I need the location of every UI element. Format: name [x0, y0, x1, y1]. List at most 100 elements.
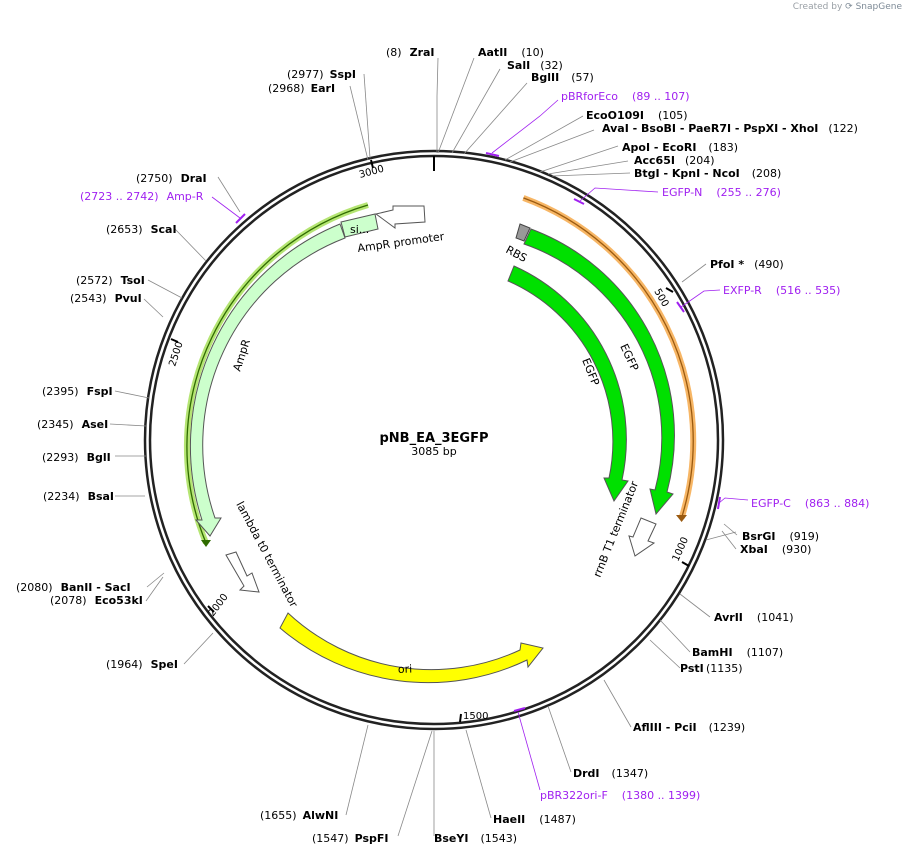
- svg-text:(1135): (1135): [706, 662, 743, 675]
- primer-range: (516 .. 535): [776, 284, 841, 297]
- primer-range: (2723 .. 2742): [80, 190, 159, 203]
- site-pos: (2080): [16, 581, 53, 594]
- rbs-label: RBS: [504, 243, 530, 265]
- site-pos: (1543): [480, 832, 517, 845]
- site-pos: (1347): [612, 767, 649, 780]
- tick-2000: 2000: [207, 592, 231, 619]
- svg-text:(2572)TsoI: (2572)TsoI: [76, 274, 145, 287]
- site-pos: (8): [386, 46, 402, 59]
- svg-text:(2080)BanII - SacI: (2080)BanII - SacI: [16, 581, 131, 594]
- site-name: BamHI: [692, 646, 733, 659]
- site-name: BseYI: [434, 832, 468, 845]
- primer-labels: pBRforEco(89 .. 107) EGFP-N(255 .. 276) …: [80, 90, 869, 802]
- svg-text:(2543)PvuI: (2543)PvuI: [70, 292, 142, 305]
- site-pos: (208): [752, 167, 782, 180]
- site-pos: (1547): [312, 832, 349, 845]
- site-name: PfoI *: [710, 258, 744, 271]
- svg-text:(2078)Eco53kI: (2078) Eco53kI: [50, 594, 143, 607]
- svg-text:ApoI - EcoRI(183): ApoI - EcoRI (183): [622, 141, 738, 154]
- svg-text:(2968)EarI: (2968)EarI: [268, 82, 335, 95]
- site-name: DrdI: [573, 767, 600, 780]
- site-name: XbaI: [740, 543, 768, 556]
- credit-brand: SnapGene: [855, 2, 902, 12]
- site-pos: (10): [521, 46, 544, 59]
- svg-text:(2345)AseI: (2345) AseI: [37, 418, 108, 431]
- site-name: BglI: [87, 451, 111, 464]
- site-name: AseI: [82, 418, 109, 431]
- svg-text:(1655)AlwNI: (1655) AlwNI: [260, 809, 338, 822]
- svg-text:(1547)PspFI: (1547)PspFI: [312, 832, 388, 845]
- site-pos: (2543): [70, 292, 107, 305]
- primer-range: (255 .. 276): [716, 186, 781, 199]
- site-pos: (2234): [43, 490, 80, 503]
- svg-text:EGFP-C(863 .. 884): EGFP-C(863 .. 884): [751, 497, 869, 510]
- svg-text:EGFP-N(255 .. 276): EGFP-N (255 .. 276): [662, 186, 781, 199]
- site-pos: (2653): [106, 223, 143, 236]
- snapgene-logo-icon: ⟳: [845, 2, 853, 12]
- site-name: ApoI - EcoRI: [622, 141, 696, 154]
- site-pos: (930): [782, 543, 812, 556]
- backbone-outer: [143, 149, 725, 731]
- site-pos: (2293): [42, 451, 79, 464]
- site-pos: (204): [685, 154, 715, 167]
- svg-text:BamHI(1107): BamHI (1107): [692, 646, 783, 659]
- site-pos: (2078): [50, 594, 87, 607]
- site-name: AlwNI: [303, 809, 339, 822]
- site-name: ZraI: [410, 46, 435, 59]
- svg-text:(2395)FspI: (2395)FspI: [42, 385, 113, 398]
- site-pos: (2968): [268, 82, 305, 95]
- primer-name: EGFP-C: [751, 497, 791, 510]
- site-name: AvaI - BsoBI - PaeR7I - PspXI - XhoI: [602, 122, 818, 135]
- svg-text:XbaI(930): XbaI (930): [740, 543, 811, 556]
- site-name: Eco53kI: [95, 594, 143, 607]
- svg-text:pBR322ori-F(1380 .. 1399): pBR322ori-F(1380 .. 1399): [540, 789, 700, 802]
- site-name: BsrGI: [742, 530, 775, 543]
- site-pos: (105): [658, 109, 688, 122]
- site-pos: (183): [708, 141, 738, 154]
- site-pos: (32): [540, 59, 563, 72]
- site-pos: (1239): [709, 721, 746, 734]
- site-pos: (1135): [706, 662, 743, 675]
- site-pos: (1655): [260, 809, 297, 822]
- ampr-label: AmpR: [230, 337, 253, 373]
- svg-text:(2293)BglI: (2293) BglI: [42, 451, 111, 464]
- svg-text:(2977)SspI: (2977)SspI: [287, 68, 356, 81]
- tick-1000: 1000: [671, 535, 691, 563]
- svg-text:BsrGI(919): BsrGI (919): [742, 530, 819, 543]
- primer-name: pBRforEco: [561, 90, 618, 103]
- site-pos: (122): [828, 122, 858, 135]
- credit-text: Created by: [792, 2, 843, 12]
- svg-text:BtgI - KpnI - NcoI(208): BtgI - KpnI - NcoI(208): [634, 167, 781, 180]
- site-pos: (919): [789, 530, 819, 543]
- rbs-block: [515, 223, 531, 242]
- svg-text:Acc65I(204): Acc65I(204): [634, 154, 715, 167]
- svg-text:AatII(10): AatII(10): [478, 46, 544, 59]
- site-pos: (1107): [747, 646, 784, 659]
- lambda-terminator-arrow: [225, 551, 260, 593]
- site-name: BglII: [531, 71, 559, 84]
- site-name: DraI: [181, 172, 207, 185]
- svg-text:AflIII - PciI(1239): AflIII - PciI(1239): [633, 721, 745, 734]
- scale-ticks: [170, 159, 690, 723]
- lambda-terminator-label: lambda t0 terminator: [233, 499, 300, 610]
- snapgene-credit: Created by ⟳ SnapGene: [793, 2, 902, 12]
- site-pos: (490): [754, 258, 784, 271]
- green-highlight-arrow-icon: [201, 540, 211, 547]
- primer-marks: [235, 152, 721, 712]
- primer-name: EXFP-R: [723, 284, 762, 297]
- site-name: TsoI: [121, 274, 145, 287]
- orange-highlight-line: [523, 197, 694, 518]
- tick-2500: 2500: [167, 340, 185, 368]
- orange-highlight-arrow-icon: [676, 515, 687, 522]
- ori-label: ori: [398, 663, 413, 676]
- site-leaders: [109, 57, 738, 837]
- primer-range: (1380 .. 1399): [622, 789, 701, 802]
- site-labels: (8)ZraI AatII(10) SalI(32) BglII(57) Eco…: [16, 46, 858, 845]
- ampr-promoter-arrow: [374, 205, 426, 229]
- ori-arrow: [279, 612, 544, 684]
- primer-name: EGFP-N: [662, 186, 702, 199]
- site-pos: (2345): [37, 418, 74, 431]
- site-name: EcoO109I: [586, 109, 644, 122]
- svg-text:(2750)DraI: (2750)DraI: [136, 172, 207, 185]
- site-name: BsaI: [88, 490, 114, 503]
